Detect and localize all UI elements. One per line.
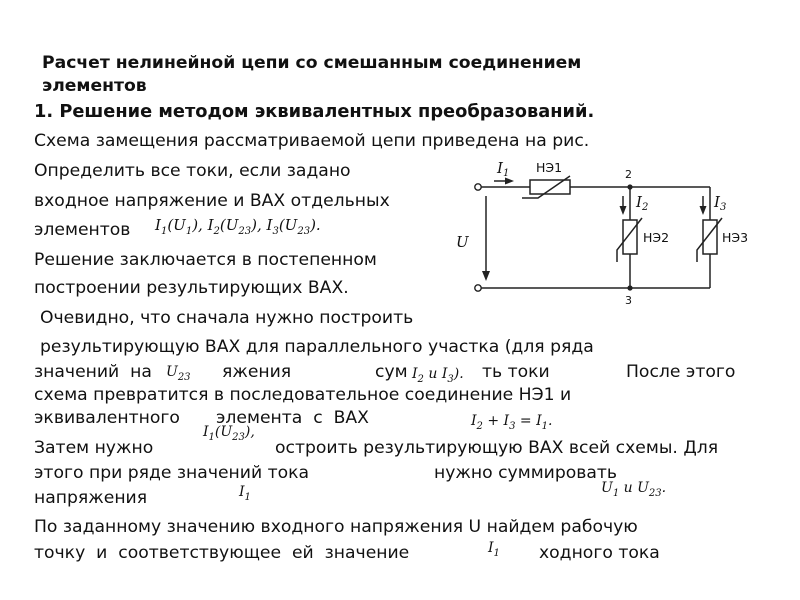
formula-i2-i3: I2 и I3). xyxy=(411,366,465,388)
element-ne3-body xyxy=(702,219,718,255)
text-line-16-a: точку и соответствующее ей значение xyxy=(34,543,410,563)
text-line-4: элементов xyxy=(34,220,131,240)
current-i2-label: I2 xyxy=(635,193,648,213)
text-line-9-d: ть токи xyxy=(482,362,550,382)
element-ne1-label: НЭ1 xyxy=(536,160,562,175)
text-line-12-a: Затем нужно xyxy=(34,438,154,458)
formula-u23: U23 xyxy=(165,364,192,386)
voltage-u-label: U xyxy=(456,233,470,251)
text-line-14: напряжения xyxy=(34,488,148,508)
node-3-dot xyxy=(627,285,633,291)
text-line-12-b: остроить результирующую ВАХ всей схемы. … xyxy=(275,438,719,458)
text-line-9-c: сум xyxy=(375,362,408,382)
text-line-9-b: яжения xyxy=(222,362,292,382)
formula-sum-currents: I2 + I3 = I1. xyxy=(470,413,554,435)
element-ne2-label: НЭ2 xyxy=(643,230,669,245)
formula-iv-characteristics: I1(U1), I2(U23), I3(U23). xyxy=(154,217,322,240)
text-line-9-e: После этого xyxy=(626,362,736,382)
voltage-arrow-head xyxy=(482,271,490,281)
formula-i1-input: I1 xyxy=(487,540,501,562)
element-ne2-nonlinear-mark xyxy=(616,217,643,262)
text-line-7: Очевидно, что сначала нужно построить xyxy=(40,308,414,328)
text-line-5: Решение заключается в постепенном xyxy=(34,250,377,270)
text-line-10: схема превратится в последовательное сое… xyxy=(34,385,572,405)
current-i3-arrow-head xyxy=(699,206,707,215)
circuit-background xyxy=(450,150,750,310)
text-line-1: Схема замещения рассматриваемой цепи при… xyxy=(34,131,590,151)
text-line-2: Определить все токи, если задано xyxy=(34,161,351,181)
element-ne3-label: НЭ3 xyxy=(722,230,748,245)
text-line-15: По заданному значению входного напряжени… xyxy=(34,517,638,537)
circuit-diagram: I1 I2 I3 U НЭ1 НЭ2 НЭ3 2 3 xyxy=(450,150,750,310)
element-ne2-body xyxy=(622,219,638,255)
node-3-label: 3 xyxy=(625,294,632,307)
text-line-11-b: элемента с ВАХ xyxy=(216,408,369,428)
element-ne1-body xyxy=(529,179,571,195)
element-ne1-nonlinear-mark xyxy=(522,175,571,199)
text-line-16-b: ходного тока xyxy=(539,543,660,563)
section-heading: 1. Решение методом эквивалентных преобра… xyxy=(34,101,595,122)
title-line-1: Расчет нелинейной цепи со смешанным соед… xyxy=(42,53,582,73)
terminal-input-bottom xyxy=(474,284,482,292)
formula-i1-u23: I1(U23), xyxy=(202,424,256,446)
current-i1-arrow-head xyxy=(505,177,514,185)
text-line-13-a: этого при ряде значений тока xyxy=(34,463,310,483)
text-line-6: построении результирующих ВАХ. xyxy=(34,278,349,298)
node-2-label: 2 xyxy=(625,168,632,181)
node-2-dot xyxy=(627,184,633,190)
formula-u1-u23: U1 и U23. xyxy=(600,480,668,502)
current-i3-label: I3 xyxy=(713,193,726,213)
current-i2-arrow-head xyxy=(619,206,627,215)
formula-i1: I1 xyxy=(238,484,252,506)
text-line-13-b: нужно суммировать xyxy=(434,463,618,483)
text-line-8: результирующую ВАХ для параллельного уча… xyxy=(40,337,594,357)
text-line-9-a: значений на xyxy=(34,362,152,382)
element-ne3-nonlinear-mark xyxy=(696,217,723,262)
current-i1-label: I1 xyxy=(496,159,509,179)
terminal-input-top xyxy=(474,183,482,191)
text-line-11-a: эквивалентного xyxy=(34,408,180,428)
title-line-2: элементов xyxy=(42,76,147,96)
text-line-3: входное напряжение и ВАХ отдельных xyxy=(34,191,390,211)
